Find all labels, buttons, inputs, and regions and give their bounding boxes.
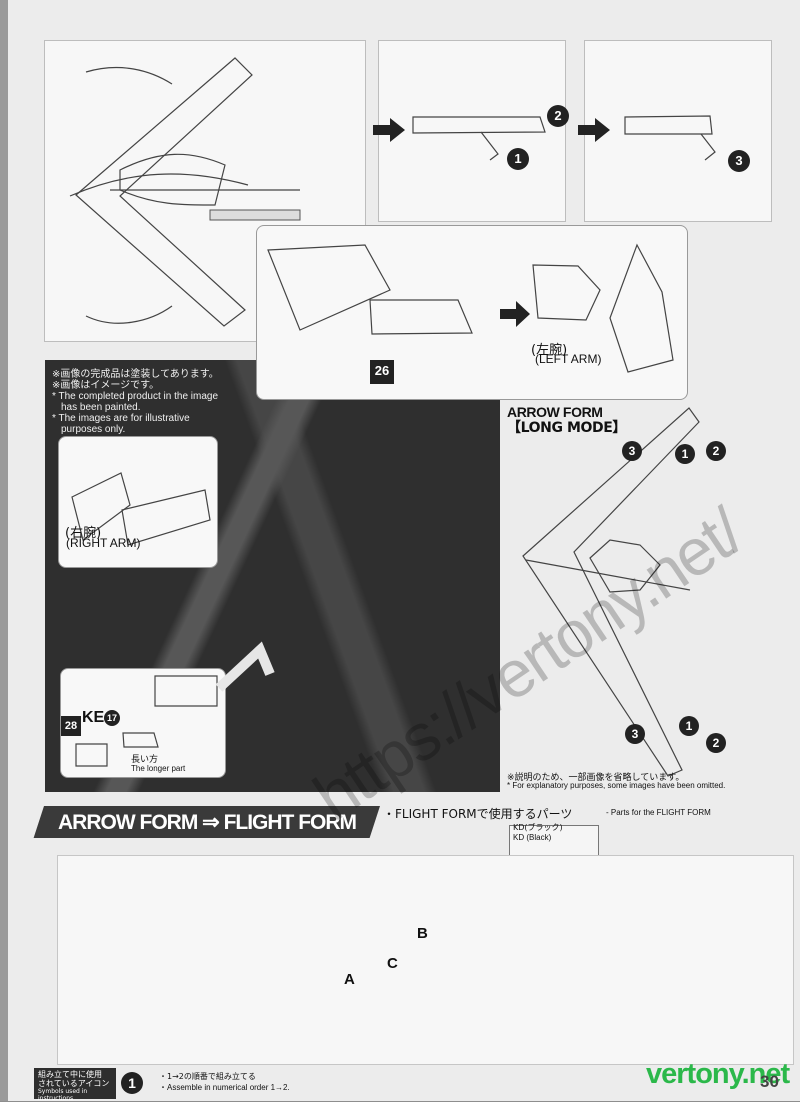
left-arm-wing [267, 244, 391, 331]
step-number-3: 3 [728, 150, 750, 172]
part-letter-c: C [387, 955, 398, 972]
long-step-1-bottom: 1 [679, 716, 699, 736]
flight-parts-title: ・FLIGHT FORMで使用するパーツ [383, 807, 573, 821]
longer-part-en: The longer part [131, 764, 186, 773]
en-note-line-2: has been painted. [61, 402, 141, 413]
left-arm-model [532, 264, 601, 321]
right-arm-part [121, 489, 211, 546]
long-mode-core [589, 539, 661, 593]
arrow-to-flight-banner-text: ARROW FORM ⇒ FLIGHT FORM [58, 811, 357, 834]
symbols-footer: 組み立て中に使用 されているアイコン Symbols used in instr… [34, 1067, 794, 1102]
en-note-line-1: * The completed product in the image [52, 391, 219, 402]
curved-arrow-bottom [85, 305, 173, 324]
long-mode-title-line-1: ARROW FORM [507, 404, 603, 420]
wing-shape-left [75, 57, 253, 327]
kd-jp-label: KD(ブラック) [513, 823, 563, 832]
top-connector [209, 209, 301, 221]
en-note-line-3: * The images are for illustrative [52, 413, 190, 424]
left-arm-part [369, 299, 473, 335]
flight-form-art-panel [57, 855, 794, 1065]
handle-1 [480, 131, 499, 161]
long-step-2-bottom: 2 [706, 733, 726, 753]
step-arrow-2 [578, 118, 610, 142]
long-step-3: 3 [622, 441, 642, 461]
small-part-left [75, 743, 108, 767]
small-part-right [122, 732, 159, 748]
ke-label: KE [82, 709, 105, 726]
assemble-en-text: ・Assemble in numerical order 1→2. [159, 1083, 290, 1092]
long-mode-wing [522, 407, 700, 777]
part-letter-a: A [344, 971, 355, 988]
jp-note-line-1: ※画像の完成品は塗装してあります。 [52, 369, 219, 380]
left-arm-step-card [256, 225, 688, 400]
painted-product-panel [45, 360, 500, 792]
flight-parts-subtitle: - Parts for the FLIGHT FORM [606, 808, 711, 817]
footer-title-jp-1: 組み立て中に使用 [38, 1070, 102, 1079]
arrow-step-two-panel [584, 40, 772, 222]
short-mode-body-2 [624, 115, 713, 135]
page-number: 30 [760, 1072, 779, 1091]
left-arm-en-label: (LEFT ARM) [535, 352, 602, 366]
longer-part-card [60, 668, 226, 778]
jp-note-line-2: ※画像はイメージです。 [52, 380, 160, 391]
step-26-badge: 26 [370, 360, 394, 384]
step-arrow-1 [373, 118, 405, 142]
step-arrow-3 [500, 301, 530, 327]
part-letter-b: B [417, 925, 428, 942]
long-step-1: 1 [675, 444, 695, 464]
long-step-2: 2 [706, 441, 726, 461]
long-mode-rod [525, 559, 691, 591]
wing-spine-left [69, 173, 249, 197]
footer-step-icon: 1 [121, 1072, 143, 1094]
small-part-top [154, 675, 218, 707]
site-logo-text: vertony.net [646, 1058, 790, 1090]
longer-part-jp: 長い方 [131, 755, 159, 765]
long-mode-title-line-2: 【LONG MODE】 [507, 420, 627, 436]
right-arm-model [71, 472, 131, 542]
handle-2 [700, 133, 716, 161]
explanation-jp: ※説明のため、一部画像を省略しています。 [507, 773, 685, 783]
assemble-jp-text: ・1→2の順番で組み立てる [159, 1072, 256, 1081]
right-arm-card [58, 436, 218, 568]
right-arm-en-label: (RIGHT ARM) [66, 536, 141, 550]
callout-pointer [215, 641, 275, 692]
left-arm-blade [609, 243, 674, 373]
right-arm-jp-label: (右腕) [65, 526, 102, 541]
step-number-2: 2 [547, 105, 569, 127]
core-unit [119, 153, 226, 206]
footer-title-jp-2: されているアイコン [38, 1079, 110, 1088]
ke-number-badge: 17 [104, 710, 120, 726]
footer-title-en: Symbols used in instructions [38, 1088, 88, 1102]
short-mode-body-1 [412, 116, 546, 134]
kd-en-label: KD (Black) [513, 833, 552, 842]
step-28-badge: 28 [61, 716, 81, 736]
explanation-en: * For explanatory purposes, some images … [507, 781, 726, 790]
en-note-line-4: purposes only. [61, 424, 126, 435]
curved-arrow-top [85, 66, 173, 85]
arrow-step-one-panel [378, 40, 566, 222]
long-step-3-bottom: 3 [625, 724, 645, 744]
left-arm-jp-label: (左腕) [531, 343, 568, 358]
step-number-1: 1 [507, 148, 529, 170]
footer-icon-label: 組み立て中に使用 されているアイコン Symbols used in instr… [34, 1068, 116, 1102]
